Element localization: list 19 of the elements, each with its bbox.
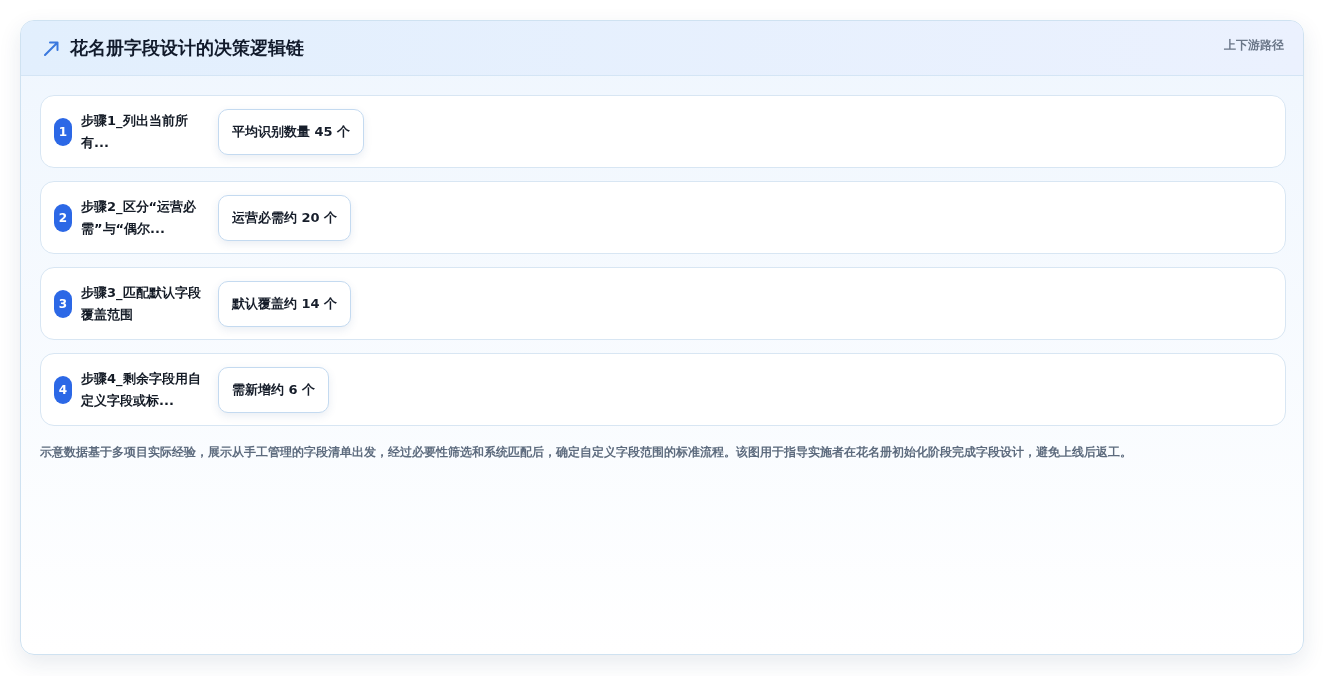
step-text: 步骤3_匹配默认字段覆盖范围 xyxy=(81,283,202,324)
step-card xyxy=(40,181,1286,254)
step-card xyxy=(40,267,1286,340)
step-number-badge: 3 xyxy=(54,289,72,318)
count-pill: 运营必需约 20 个 xyxy=(218,194,352,241)
step-number-badge: 1 xyxy=(54,117,72,146)
count-pill: 默认覆盖约 14 个 xyxy=(218,280,352,327)
step-card xyxy=(40,95,1286,168)
step-card xyxy=(40,353,1286,426)
step-text: 步骤4_剩余字段用自定义字段或标... xyxy=(81,369,202,410)
step-number-badge: 4 xyxy=(54,375,72,404)
count-pill: 需新增约 6 个 xyxy=(218,366,330,413)
caption-text: 示意数据基于多项目实际经验，展示从手工管理的字段清单出发，经过必要性筛选和系统匹配后，确定自定义字段范围的标准流程。该图用于指导实施者在花名册初始化阶段完成字段设计，避免上线后返工。 xyxy=(40,444,1133,461)
diagram-title: 花名册字段设计的决策逻辑链 xyxy=(70,36,304,60)
header-note: 上下游路径 xyxy=(1224,37,1284,54)
step-text: 步骤2_区分“运营必需”与“偶尔... xyxy=(81,197,198,238)
count-pill: 平均识别数量 45 个 xyxy=(218,108,365,155)
step-text: 步骤1_列出当前所有... xyxy=(81,111,189,152)
step-number-badge: 2 xyxy=(54,203,72,232)
